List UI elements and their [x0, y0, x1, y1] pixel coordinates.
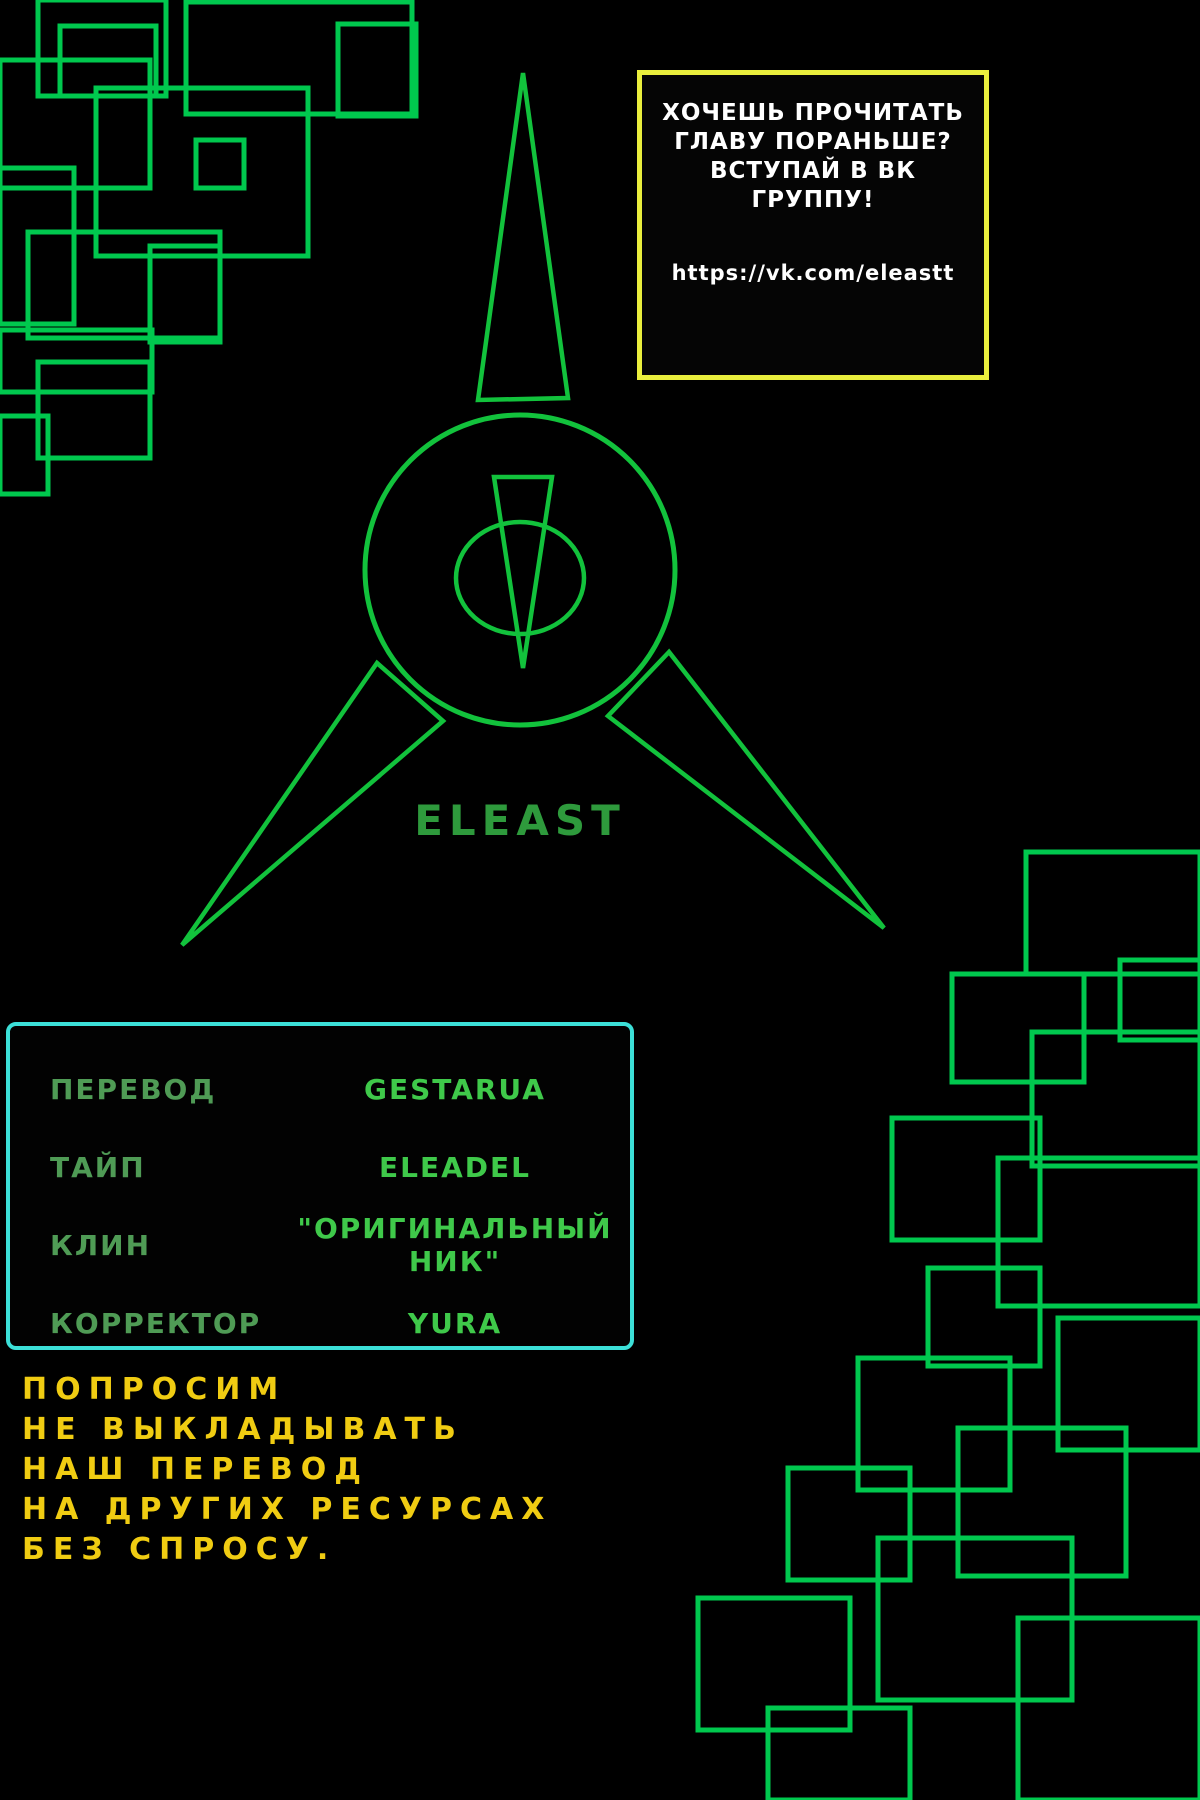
credits-row: ТАЙП ELEADEL	[10, 1128, 630, 1206]
eleast-logo-icon	[180, 72, 886, 947]
credits-role-label: КЛИН	[50, 1228, 152, 1262]
repost-warning-line: НАШ ПЕРЕВОД	[22, 1452, 369, 1487]
credits-row: ПЕРЕВОД GESTARUA	[10, 1050, 630, 1128]
vk-promo-box: ХОЧЕШЬ ПРОЧИТАТЬ ГЛАВУ ПОРАНЬШЕ? ВСТУПАЙ…	[637, 70, 989, 380]
credits-person-value: GESTARUA	[364, 1072, 546, 1106]
credits-row: КОРРЕКТОР YURA	[10, 1284, 630, 1362]
credits-person-value: ELEADEL	[379, 1150, 531, 1184]
corner-decoration-bottom-right-icon	[695, 849, 1200, 1800]
credits-role-label: КОРРЕКТОР	[50, 1306, 262, 1340]
vk-promo-text-line: ГЛАВУ ПОРАНЬШЕ?	[674, 129, 952, 155]
credits-role-label: ТАЙП	[50, 1150, 146, 1184]
eleast-logo-text: ELEAST	[414, 796, 626, 845]
repost-warning-line: НА ДРУГИХ РЕСУРСАХ	[22, 1492, 553, 1527]
repost-warning-line: НЕ ВЫКЛАДЫВАТЬ	[22, 1412, 464, 1447]
vk-promo-text-line: ГРУППУ!	[751, 187, 875, 213]
corner-decoration-top-left-icon	[0, 0, 419, 497]
repost-warning-line: ПОПРОСИМ	[22, 1372, 287, 1407]
credits-person-value: YURA	[407, 1306, 503, 1340]
credits-panel: ПЕРЕВОД GESTARUA ТАЙП ELEADEL КЛИН "ОРИГ…	[6, 1022, 634, 1350]
credits-row: КЛИН "ОРИГИНАЛЬНЫЙ НИК"	[10, 1206, 630, 1284]
logo-inner-dart	[491, 474, 555, 669]
logo-outer-circle	[362, 412, 678, 728]
credits-person-value: "ОРИГИНАЛЬНЫЙ НИК"	[297, 1212, 613, 1278]
logo-top-spike	[475, 72, 571, 403]
repost-warning-line: БЕЗ СПРОСУ.	[22, 1532, 337, 1567]
vk-promo-text-line: ХОЧЕШЬ ПРОЧИТАТЬ	[662, 100, 964, 126]
vk-promo-text-line: ВСТУПАЙ В ВК	[709, 158, 916, 184]
vk-group-link[interactable]: https://vk.com/eleastt	[671, 261, 955, 285]
logo-right-spike	[604, 648, 886, 930]
repost-warning: ПОПРОСИМ НЕ ВЫКЛАДЫВАТЬ НАШ ПЕРЕВОД НА Д…	[22, 1370, 782, 1570]
credits-role-label: ПЕРЕВОД	[50, 1072, 217, 1106]
logo-inner-ellipse	[453, 519, 587, 637]
logo-left-spike	[180, 659, 447, 947]
